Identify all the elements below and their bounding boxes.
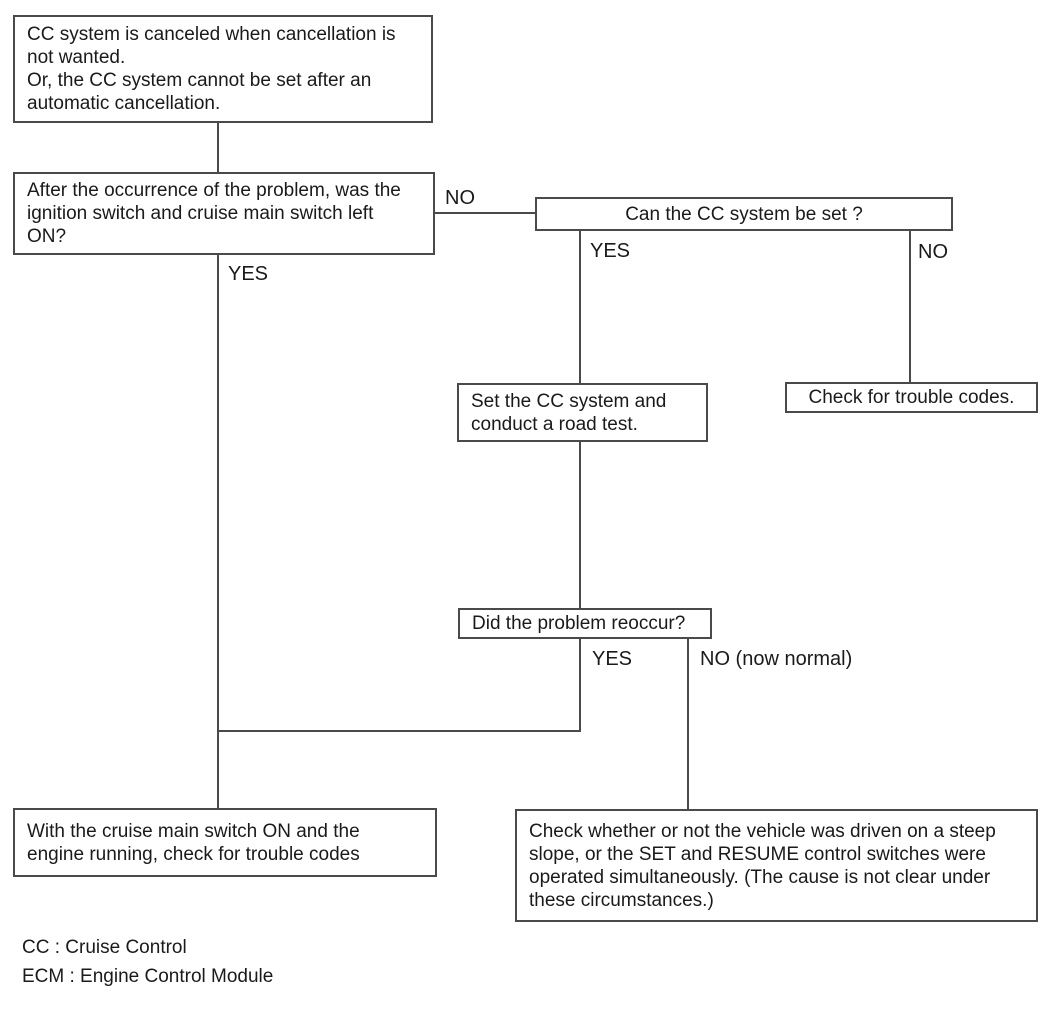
node-question-problem-reoccur: Did the problem reoccur? (458, 608, 712, 639)
branch-label-can-set-no: NO (918, 241, 948, 263)
branch-label-can-set-yes: YES (590, 240, 631, 262)
branch-label-reoccur-yes: YES (592, 648, 633, 670)
node-problem-text: CC system is canceled when cancellation … (27, 24, 396, 114)
legend-ecm-definition: ECM : Engine Control Module (22, 966, 274, 987)
node-check-trouble-codes: Check for trouble codes. (785, 382, 1038, 413)
branch-label-switch-yes: YES (228, 263, 269, 285)
node-problem-statement: CC system is canceled when cancellation … (13, 15, 433, 123)
node-question-switch-left-on: After the occurrence of the problem, was… (13, 172, 435, 255)
node-check-codes-engine-running-text: With the cruise main switch ON and the e… (27, 820, 360, 865)
node-check-steep-slope: Check whether or not the vehicle was dri… (515, 809, 1038, 922)
branch-label-reoccur-no: NO (now normal) (700, 648, 853, 670)
node-question-can-cc-be-set: Can the CC system be set ? (535, 197, 953, 231)
node-question-switch-left-on-text: After the occurrence of the problem, was… (27, 180, 401, 247)
node-set-cc-road-test-text: Set the CC system and conduct a road tes… (471, 390, 667, 435)
node-check-steep-slope-text: Check whether or not the vehicle was dri… (529, 820, 996, 911)
node-set-cc-road-test: Set the CC system and conduct a road tes… (457, 383, 708, 442)
node-check-trouble-codes-text: Check for trouble codes. (808, 387, 1015, 408)
node-question-problem-reoccur-text: Did the problem reoccur? (472, 613, 686, 634)
node-question-can-cc-be-set-text: Can the CC system be set ? (625, 203, 863, 225)
legend-cc-definition: CC : Cruise Control (22, 937, 187, 958)
branch-label-switch-no: NO (445, 187, 475, 209)
node-check-codes-engine-running: With the cruise main switch ON and the e… (13, 808, 437, 877)
